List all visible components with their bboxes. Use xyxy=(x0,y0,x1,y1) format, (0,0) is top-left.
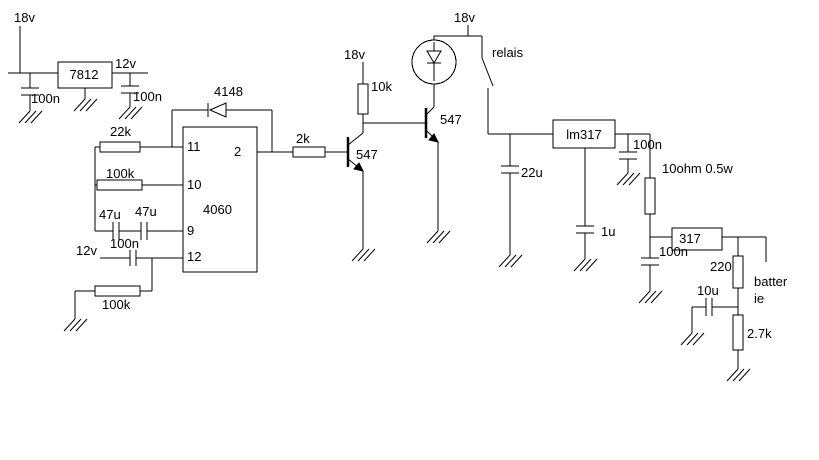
ground-icon xyxy=(351,245,376,262)
cap-22u xyxy=(501,134,519,252)
transistor-547-2 xyxy=(424,106,439,143)
label-reg-lm317: lm317 xyxy=(566,127,601,142)
relay-section: 18v relais 22u xyxy=(411,10,553,268)
label-battery-line1: batter xyxy=(754,274,788,289)
ic-4060-box xyxy=(182,126,258,273)
diode-4148 xyxy=(171,102,273,152)
cap-10u xyxy=(705,298,713,316)
resistor-22k xyxy=(99,141,141,153)
resistor-2k xyxy=(292,146,326,158)
ground-icon xyxy=(18,107,43,124)
ground-icon xyxy=(726,365,751,382)
label-cap-47u-a: 47u xyxy=(99,207,121,222)
label-r-100k-osc: 100k xyxy=(106,166,135,181)
ground-icon xyxy=(638,287,663,304)
label-cap-100n-reset: 100n xyxy=(110,236,139,251)
label-reg-7812: 7812 xyxy=(70,67,99,82)
cap-100n-input xyxy=(21,73,39,108)
label-18v-driver: 18v xyxy=(344,47,365,62)
label-r-100k-reset: 100k xyxy=(102,297,131,312)
label-cap-22u: 22u xyxy=(521,165,543,180)
label-q1-547: 547 xyxy=(356,147,378,162)
resistor-10ohm xyxy=(644,177,656,215)
transistor-547-1 xyxy=(346,132,364,172)
psu-7812-section: 18v 100n 7812 12v 100n xyxy=(8,10,162,124)
relay-switch xyxy=(481,36,494,134)
cap-100n-output xyxy=(121,73,139,104)
resistor-100k-osc xyxy=(96,179,143,191)
label-cap-1u: 1u xyxy=(601,224,615,239)
label-pin-12: 12 xyxy=(187,249,201,264)
regulator-section: lm317 100n 1u 10ohm 0.5w xyxy=(552,119,788,382)
ground-icon xyxy=(573,255,598,272)
ground-icon xyxy=(498,251,523,268)
label-r-22k: 22k xyxy=(110,124,131,139)
cap-100n-lm317 xyxy=(619,134,637,170)
resistor-220 xyxy=(732,255,744,289)
cap-47u-a xyxy=(112,222,120,240)
label-r-2k7: 2.7k xyxy=(747,326,772,341)
label-ic-4060: 4060 xyxy=(203,202,232,217)
cap-100n-317 xyxy=(641,237,659,288)
label-cap-10u: 10u xyxy=(697,283,719,298)
resistor-2k7 xyxy=(732,314,744,351)
label-12v-out: 12v xyxy=(115,56,136,71)
label-r-10ohm: 10ohm 0.5w xyxy=(662,161,733,176)
ic-4060-section: 11 2 10 4060 9 12 22k 100k 47u 47u xyxy=(63,84,273,332)
reg-317-box xyxy=(671,227,723,251)
label-cap-100n-input: 100n xyxy=(31,91,60,106)
label-cap-100n-lm317: 100n xyxy=(633,137,662,152)
driver-section: 2k 547 10k 18v 547 xyxy=(257,47,462,262)
ground-icon xyxy=(616,169,641,186)
cap-100n-reset xyxy=(129,250,137,266)
label-reg-317: 317 xyxy=(679,231,701,246)
label-pin-11: 11 xyxy=(187,139,201,154)
ground-icon xyxy=(73,95,98,112)
ground-icon xyxy=(426,227,451,244)
ground-icon xyxy=(63,315,88,332)
label-18v-relay: 18v xyxy=(454,10,475,25)
cap-47u-b xyxy=(140,222,148,240)
resistor-100k-reset xyxy=(94,285,141,297)
label-cap-100n-output: 100n xyxy=(133,89,162,104)
label-r-2k: 2k xyxy=(296,131,310,146)
label-q2-547: 547 xyxy=(440,112,462,127)
label-12v-reset: 12v xyxy=(76,243,97,258)
resistor-10k xyxy=(357,83,369,115)
label-r-10k: 10k xyxy=(371,79,392,94)
label-battery-line2: ie xyxy=(754,291,764,306)
label-diode-4148: 4148 xyxy=(214,84,243,99)
cap-1u xyxy=(576,148,594,256)
ground-icon xyxy=(680,329,705,346)
label-pin-9: 9 xyxy=(187,223,194,238)
label-relay: relais xyxy=(492,45,524,60)
ground-icon xyxy=(118,103,143,120)
label-18v-input: 18v xyxy=(14,10,35,25)
label-pin-10: 10 xyxy=(187,177,201,192)
label-cap-100n-317: 100n xyxy=(659,244,688,259)
label-cap-47u-b: 47u xyxy=(135,204,157,219)
relay-coil-diode xyxy=(411,39,457,85)
label-pin-2: 2 xyxy=(234,144,241,159)
label-r-220: 220 xyxy=(710,259,732,274)
